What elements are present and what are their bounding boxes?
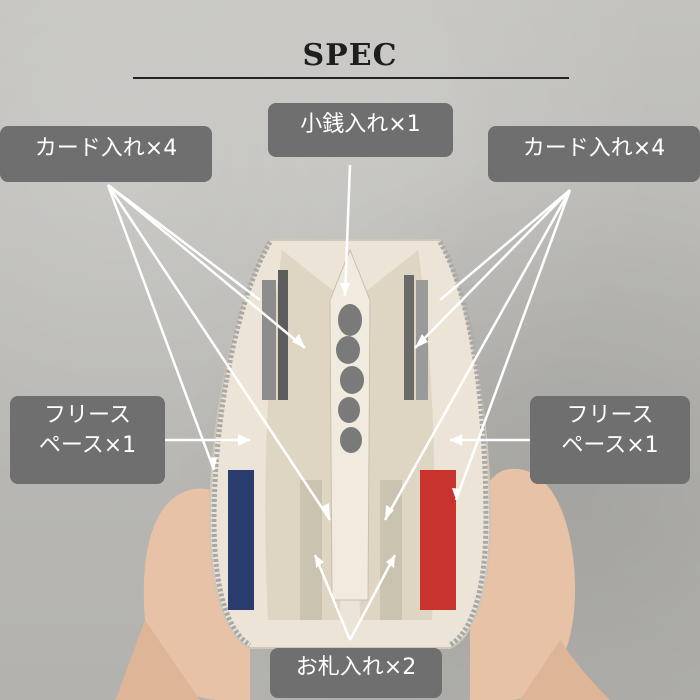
free-space-left-line1: フリース (44, 403, 131, 428)
bills-right (380, 480, 402, 620)
free-space-right-label: フリース ペース×1 (530, 396, 690, 484)
card-slots-right-label: カード入れ×4 (488, 126, 700, 182)
card-right-1 (420, 470, 456, 610)
coin-pocket-text: 小銭入れ×1 (300, 112, 421, 137)
title-underline (133, 77, 569, 79)
card-slots-left-label: カード入れ×4 (0, 126, 212, 182)
left-arm (115, 620, 200, 700)
bills-left (300, 480, 322, 620)
spec-title: SPEC (302, 38, 398, 73)
card-left-3 (278, 270, 288, 400)
card-left-1 (228, 470, 254, 610)
free-space-right-line1: フリース (566, 403, 654, 428)
free-space-left-line2: ペース×1 (38, 433, 137, 458)
card-right-2 (404, 275, 414, 400)
coin-pocket-label: 小銭入れ×1 (268, 103, 453, 157)
center-divider (329, 248, 371, 601)
coins (336, 304, 364, 453)
right-arm (520, 640, 610, 700)
card-slots-left-text: カード入れ×4 (34, 136, 178, 161)
card-left-2 (262, 280, 276, 400)
bill-pocket-text: お札入れ×2 (295, 655, 417, 680)
right-hand (470, 468, 575, 700)
bill-pocket-label: お札入れ×2 (270, 648, 442, 698)
arrowheads (209, 283, 462, 568)
free-space-left-label: フリース ペース×1 (10, 396, 165, 484)
arrows (106, 164, 572, 641)
card-slots-right-text: カード入れ×4 (522, 136, 666, 161)
inner-right-panel (355, 250, 435, 620)
free-space-right-line2: ペース×1 (561, 433, 659, 458)
